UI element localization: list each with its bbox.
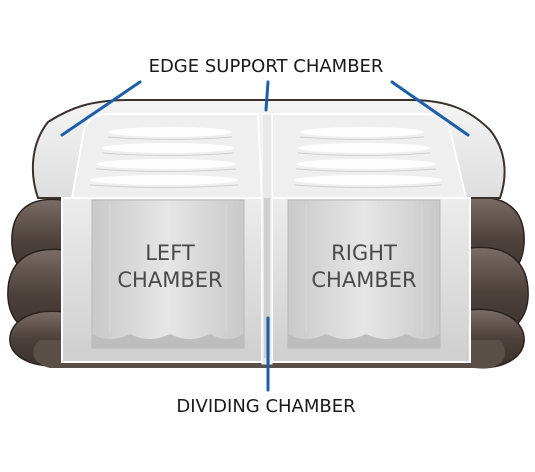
left-quilt-ridges — [90, 127, 238, 185]
dividing-chamber-label: DIVIDING CHAMBER — [176, 396, 355, 417]
right-edge-tubes — [465, 196, 529, 369]
right-chamber-label-line1: RIGHT — [331, 241, 397, 265]
edge-leader-left — [60, 80, 142, 137]
leader-lines — [60, 80, 470, 392]
edge-leader-center — [264, 80, 270, 112]
left-quilt-ridge-shadows — [89, 136, 239, 188]
edge-support-label: EDGE SUPPORT CHAMBER — [149, 56, 384, 77]
left-edge-tubes — [7, 198, 69, 367]
edge-leader-right — [390, 80, 470, 137]
right-chamber-label-line2: CHAMBER — [311, 268, 416, 292]
left-chamber-label-line2: CHAMBER — [117, 268, 222, 292]
right-chamber — [287, 199, 441, 349]
left-chamber — [91, 199, 245, 349]
right-quilt-ridges — [294, 127, 442, 185]
right-quilt-ridge-shadows — [293, 136, 443, 188]
left-chamber-label-line1: LEFT — [145, 241, 195, 265]
